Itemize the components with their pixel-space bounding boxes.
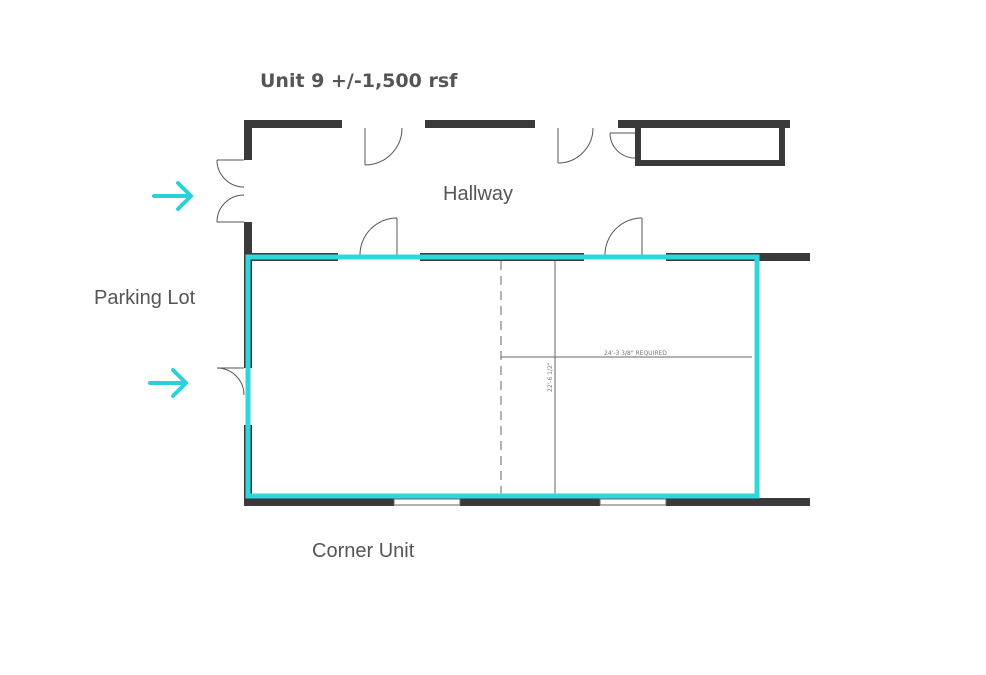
- unit-title: Unit 9 +/-1,500 rsf: [260, 70, 458, 92]
- hallway-label: Hallway: [443, 183, 514, 205]
- entry-arrow-icon: [148, 368, 188, 398]
- width-dimension: 24'-3 3/8" REQUIRED: [604, 350, 667, 357]
- unit-highlight-outline: [245, 254, 760, 499]
- interior-lines: [500, 261, 752, 498]
- hallway-doors: [216, 127, 643, 396]
- windows: [393, 498, 667, 506]
- hallway-walls: [244, 120, 790, 258]
- depth-dimension: 22'-6 1/2": [547, 362, 554, 392]
- unit-walls: [244, 253, 810, 506]
- entry-arrow-icon: [152, 181, 193, 211]
- parking-lot-label: Parking Lot: [94, 287, 196, 309]
- corner-unit-label: Corner Unit: [312, 540, 415, 562]
